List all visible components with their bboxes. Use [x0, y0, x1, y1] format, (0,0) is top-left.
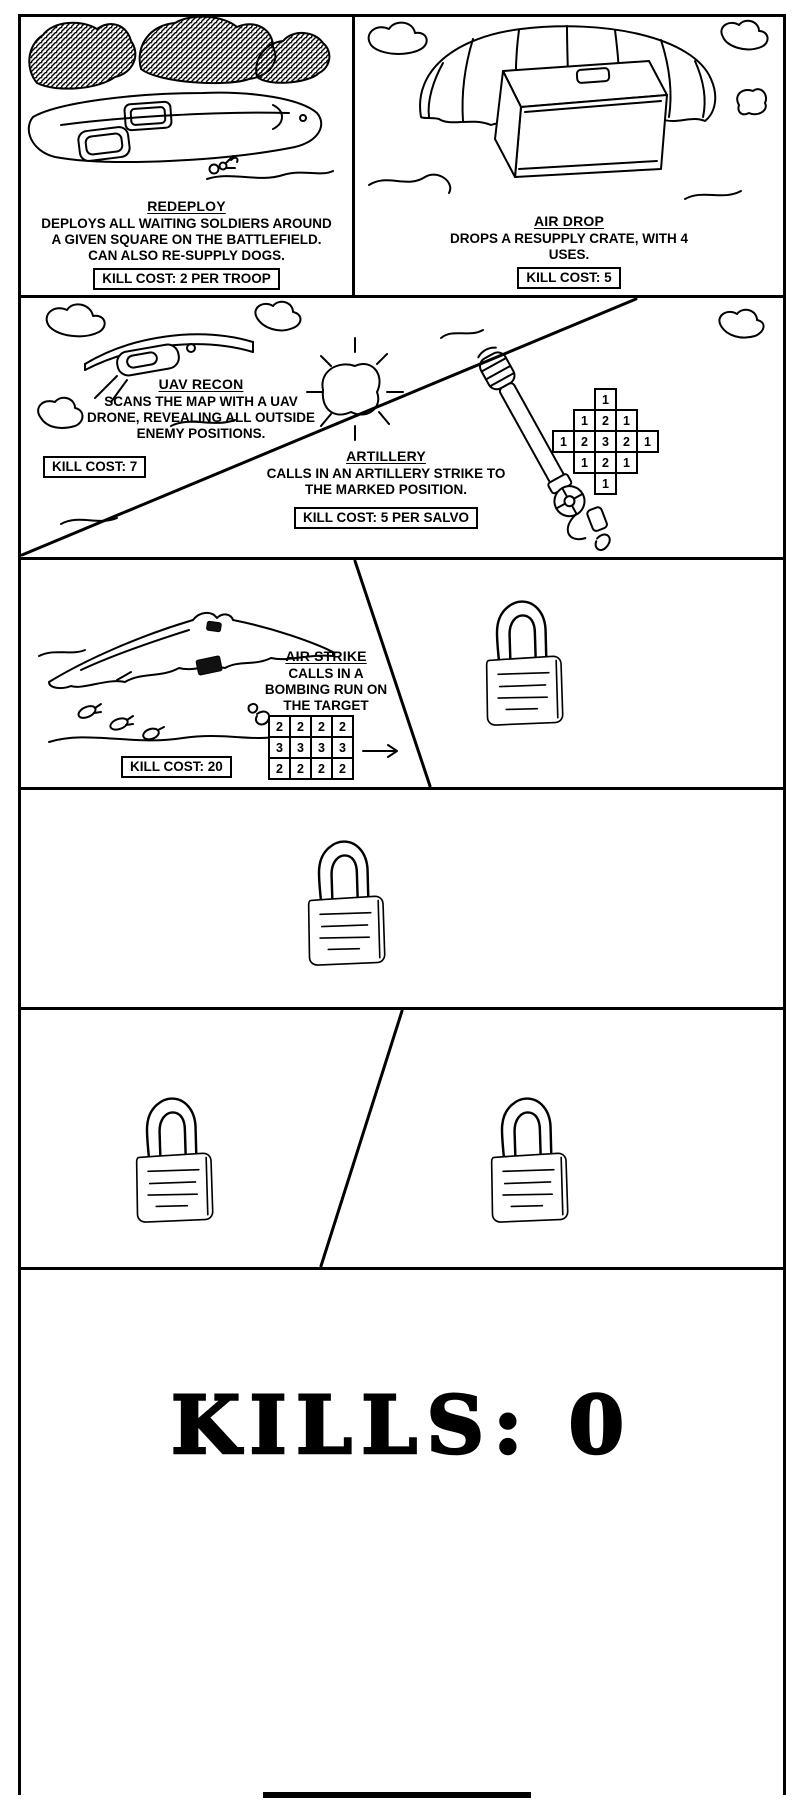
- padlock-icon: [298, 835, 388, 974]
- padlock-icon: [126, 1092, 216, 1231]
- ability-panel-redeploy[interactable]: REDEPLOY DEPLOYS ALL WAITING SOLDIERS AR…: [18, 14, 355, 298]
- damage-cell: 1: [615, 451, 638, 474]
- damage-cell: 2: [331, 757, 354, 780]
- air-strike-bomber-sketch-icon: [38, 560, 432, 787]
- damage-cell: 2: [268, 715, 291, 738]
- damage-cell: 2: [615, 430, 638, 453]
- kill-cost-badge: KILL COST: 20: [121, 756, 232, 778]
- artillery-damage-grid: 1 1 2 1 1 2 3 2 1 1 2 1 1: [552, 388, 659, 495]
- damage-cell: 1: [594, 472, 617, 495]
- arrow-right-icon: [362, 744, 398, 758]
- damage-cell: 2: [268, 757, 291, 780]
- padlock-icon: [476, 595, 566, 734]
- kill-cost-badge: KILL COST: 5: [517, 267, 621, 289]
- air-strike-text-block: AIR STRIKE CALLS IN A BOMBING RUN ON THE…: [251, 648, 401, 714]
- bottom-border-mark: [263, 1792, 531, 1798]
- damage-cell: 2: [289, 757, 312, 780]
- damage-cell: 2: [310, 715, 333, 738]
- damage-cell: 3: [594, 430, 617, 453]
- damage-cell: 1: [573, 451, 596, 474]
- kills-counter-panel: KILLS: 0: [18, 1267, 786, 1795]
- padlock-icon: [481, 1092, 571, 1231]
- kill-cost-badge: KILL COST: 2 PER TROOP: [93, 268, 280, 290]
- damage-cell: 2: [594, 451, 617, 474]
- ability-title: AIR STRIKE: [285, 648, 367, 664]
- redeploy-helicopter-sketch-icon: [27, 17, 334, 180]
- air-drop-text-block: AIR DROP DROPS A RESUPPLY CRATE, WITH 4 …: [355, 213, 783, 289]
- damage-cell: 1: [573, 409, 596, 432]
- ability-description: DEPLOYS ALL WAITING SOLDIERS AROUND A GI…: [41, 216, 332, 264]
- panel-divider-diagonal: [319, 1010, 404, 1267]
- ability-description: CALLS IN A BOMBING RUN ON THE TARGET: [264, 666, 388, 713]
- damage-cell: 2: [310, 757, 333, 780]
- damage-cell: 2: [573, 430, 596, 453]
- damage-cell: 3: [310, 736, 333, 759]
- damage-cell: 2: [289, 715, 312, 738]
- ability-panel-uav-artillery[interactable]: UAV RECON SCANS THE MAP WITH A UAV DRONE…: [18, 295, 786, 560]
- locked-slot-panel-1[interactable]: [18, 787, 786, 1010]
- ability-description: CALLS IN AN ARTILLERY STRIKE TO THE MARK…: [266, 466, 506, 497]
- damage-cell: 3: [289, 736, 312, 759]
- damage-cell: 1: [636, 430, 659, 453]
- damage-cell: 2: [331, 715, 354, 738]
- damage-cell: 3: [268, 736, 291, 759]
- ability-title: AIR DROP: [533, 213, 605, 230]
- kills-counter: KILLS: 0: [170, 1377, 634, 1474]
- kill-cost-badge: KILL COST: 5 PER SALVO: [293, 506, 479, 529]
- ability-title: UAV RECON: [158, 376, 244, 392]
- damage-cell: 1: [615, 409, 638, 432]
- ability-panel-air-drop[interactable]: AIR DROP DROPS A RESUPPLY CRATE, WITH 4 …: [352, 14, 786, 298]
- kill-cost-badge: KILL COST: 7: [43, 456, 147, 478]
- damage-cell: 1: [594, 388, 617, 411]
- ability-panel-air-strike[interactable]: AIR STRIKE CALLS IN A BOMBING RUN ON THE…: [18, 557, 786, 790]
- uav-recon-text-block: UAV RECON SCANS THE MAP WITH A UAV DRONE…: [51, 376, 351, 442]
- redeploy-text-block: REDEPLOY DEPLOYS ALL WAITING SOLDIERS AR…: [21, 198, 352, 290]
- ability-title: REDEPLOY: [147, 198, 226, 215]
- locked-slot-panel-2-3[interactable]: [18, 1007, 786, 1270]
- air-strike-damage-grid: 2 2 2 2 3 3 3 3 2 2 2 2: [268, 715, 354, 780]
- damage-cell: 2: [594, 409, 617, 432]
- artillery-text-block: ARTILLERY CALLS IN AN ARTILLERY STRIKE T…: [236, 448, 536, 529]
- locked-slots-divider: [319, 1010, 404, 1267]
- air-drop-parachute-crate-sketch-icon: [367, 19, 769, 200]
- ability-description: DROPS A RESUPPLY CRATE, WITH 4 USES.: [449, 231, 689, 263]
- ability-title: ARTILLERY: [346, 448, 426, 464]
- ability-description: SCANS THE MAP WITH A UAV DRONE, REVEALIN…: [86, 394, 316, 441]
- damage-cell: 1: [552, 430, 575, 453]
- damage-cell: 3: [331, 736, 354, 759]
